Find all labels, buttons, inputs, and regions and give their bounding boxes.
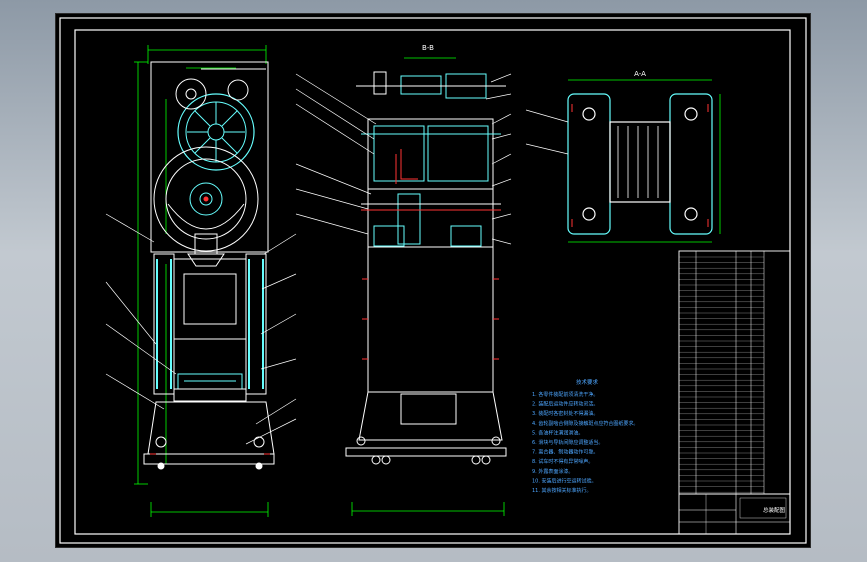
tech-requirement-item: 9. 外露表面涂漆。 bbox=[532, 468, 573, 475]
tech-requirement-item: 1. 各零件装配前须清洗干净。 bbox=[532, 391, 598, 398]
front-red-marks bbox=[150, 196, 270, 455]
tech-requirement-item: 4. 齿轮副啮合侧隙及接触斑点应符合图纸要求。 bbox=[532, 420, 638, 427]
bb-leaders bbox=[295, 73, 512, 245]
cad-drawing-sheet: B-B bbox=[56, 14, 810, 547]
aa-dimensions bbox=[568, 79, 721, 243]
bb-dimensions bbox=[351, 57, 505, 516]
parts-list-rows bbox=[679, 256, 764, 493]
title-block-name: 总装配图 bbox=[763, 506, 786, 514]
section-bb-label: B-B bbox=[422, 44, 434, 52]
tech-requirement-item: 5. 各油杯注满润滑油。 bbox=[532, 429, 583, 436]
tech-requirement-item: 11. 其余按相关标准执行。 bbox=[532, 487, 592, 494]
bb-red-marks bbox=[362, 278, 499, 360]
assembly-drawing: B-B bbox=[59, 17, 807, 544]
front-leaders bbox=[105, 213, 297, 445]
tech-requirement-item: 2. 装配后运动件应转动灵活。 bbox=[532, 401, 598, 408]
tech-requirement-item: 8. 试车时不得有异常噪声。 bbox=[532, 458, 593, 465]
flywheel-spokes bbox=[187, 102, 245, 162]
section-aa-label: A-A bbox=[634, 70, 646, 78]
aa-red-marks bbox=[571, 104, 709, 227]
section-bb-view bbox=[295, 57, 512, 516]
tech-requirements: 技术要求 1. 各零件装配前须清洗干净。 2. 装配后运动件应转动灵活。 3. 装配… bbox=[532, 378, 638, 494]
parts-list: 总装配图 bbox=[678, 250, 791, 535]
section-aa-view bbox=[525, 79, 721, 243]
aa-ribs bbox=[617, 126, 659, 198]
tech-requirement-item: 10. 安装后进行空运转试验。 bbox=[532, 477, 597, 484]
outer-border bbox=[59, 17, 807, 544]
tech-requirement-item: 3. 装配时各密封处不得漏油。 bbox=[532, 410, 598, 417]
tech-requirement-item: 6. 滑块与导轨间隙应调整适当。 bbox=[532, 439, 603, 446]
tech-requirement-item: 7. 离合器、制动器动作可靠。 bbox=[532, 449, 598, 456]
front-view bbox=[105, 45, 297, 517]
tech-requirements-heading: 技术要求 bbox=[576, 378, 599, 386]
column-guides bbox=[156, 259, 264, 389]
tech-requirements-list: 1. 各零件装配前须清洗干净。 2. 装配后运动件应转动灵活。 3. 装配时各密封处… bbox=[532, 391, 638, 494]
